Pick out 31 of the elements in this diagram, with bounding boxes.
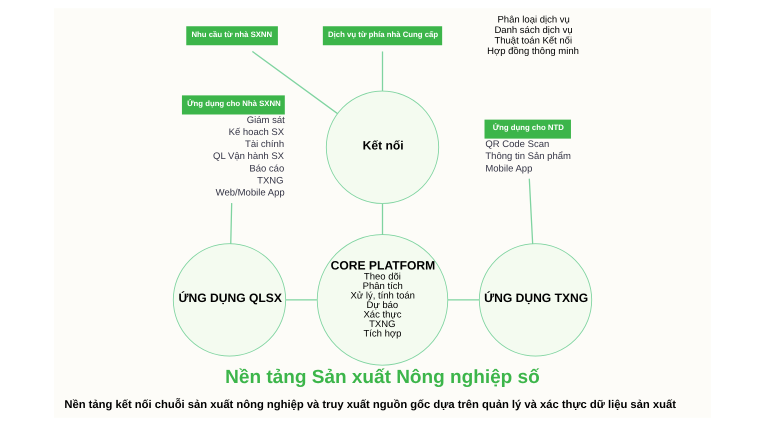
node-label: QL Vận hành SX xyxy=(213,151,284,162)
node-circle: CORE PLATFORM Theo dõi Phân tích Xử lý, tính toán Dự báo Xác thực TXNG Tích hợp xyxy=(316,234,448,366)
node-label: QR Code Scan xyxy=(485,139,550,150)
node-circle: ỨNG DỤNG QLSX xyxy=(172,243,286,356)
node-label: Giám sát xyxy=(246,114,285,126)
node-label: Kế hoach SX xyxy=(228,127,284,138)
node-label: TXNG xyxy=(257,175,284,186)
node-label: Tài chính xyxy=(245,139,284,150)
node-label: Phân loại dịch vụ xyxy=(497,14,570,26)
connector xyxy=(286,299,317,301)
node-box: Dịch vụ từ phía nhà Cung cấp xyxy=(322,26,442,46)
connector xyxy=(252,50,338,114)
connector xyxy=(230,203,232,244)
node-circle: ỨNG DỤNG TXNG xyxy=(478,243,592,356)
node-label: Báo cáo xyxy=(249,163,284,174)
node-label: Hợp đồng thông minh xyxy=(487,46,579,57)
node-box: Nhu cầu từ nhà SXNN xyxy=(186,26,278,46)
connector xyxy=(448,299,480,301)
node-box: Ứng dụng cho NTD xyxy=(484,120,571,139)
node-box: Ứng dụng cho Nhà SXNN xyxy=(182,95,285,114)
node-label: Mobile App xyxy=(485,163,532,174)
node-label: Web/Mobile App xyxy=(216,188,285,199)
node-label: Thông tin Sản phẩm xyxy=(485,151,571,162)
connector xyxy=(382,51,384,91)
caption: Nền tảng kết nối chuỗi sản xuất nông nghiệp và truy xuất nguồn gốc dựa trên quản lý và xác thực dữ liệu sản xuất xyxy=(64,398,676,411)
node-circle: Kết nối xyxy=(326,90,440,204)
diagram-title: Nền tảng Sản xuất Nông nghiệp số xyxy=(225,366,540,388)
connector xyxy=(382,204,384,235)
connector xyxy=(528,178,534,244)
node-label: Danh sách dịch vụ xyxy=(494,25,573,36)
node-label: Thuật toán Kết nối xyxy=(494,35,572,46)
